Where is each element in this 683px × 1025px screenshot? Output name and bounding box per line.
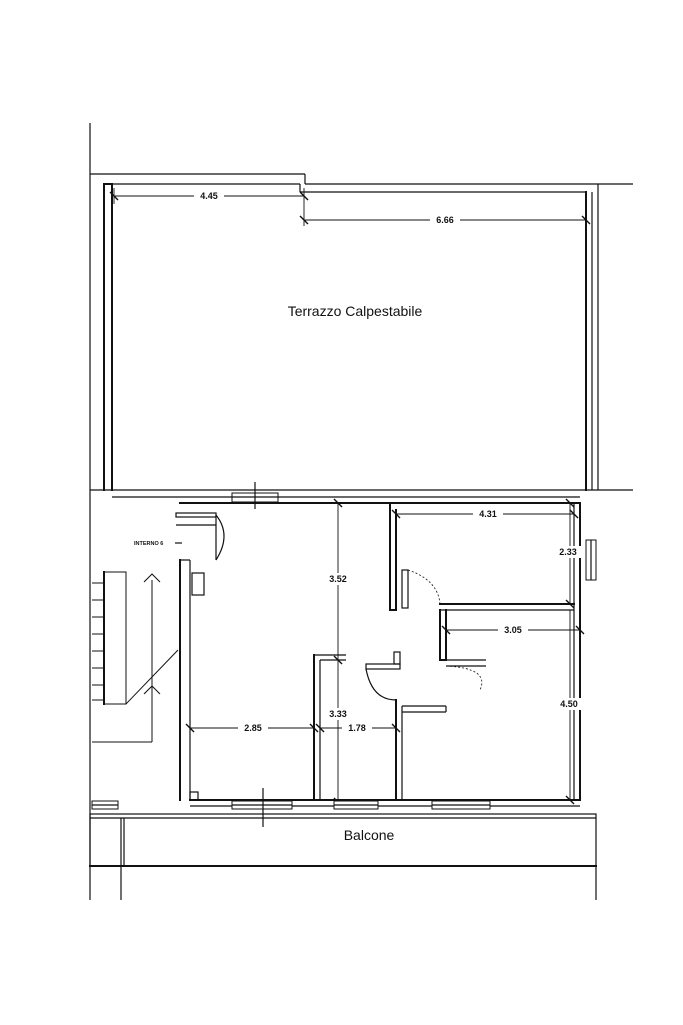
site-lines xyxy=(89,123,633,900)
dimension-room-a-depth: 2.33 xyxy=(556,498,582,609)
room-label-terrace: Terrazzo Calpestabile xyxy=(288,303,423,319)
dimension-room-a-width: 4.31 xyxy=(391,508,579,520)
dimension-top-right: 6.66 xyxy=(299,212,591,228)
dimension-top-left: 4.45 xyxy=(109,188,309,226)
dim-label-1-78: 1.78 xyxy=(348,723,366,733)
dimension-corridor-width: 1.78 xyxy=(315,722,401,734)
window-right xyxy=(585,539,597,581)
dim-label-3-33: 3.33 xyxy=(329,709,347,719)
dim-label-2-33: 2.33 xyxy=(559,547,577,557)
unit-label: INTERNO 6 xyxy=(134,541,163,547)
terrace-area xyxy=(103,183,593,491)
dimension-hall-height: 3.52 xyxy=(325,498,351,665)
dim-label-6-66: 6.66 xyxy=(436,215,454,225)
window-top xyxy=(231,482,279,509)
dimension-room-b-depth: 4.50 xyxy=(556,610,582,805)
bottom-windows xyxy=(91,788,491,827)
dim-label-3-05: 3.05 xyxy=(504,625,522,635)
dim-label-4-31: 4.31 xyxy=(479,509,497,519)
apartment-walls xyxy=(112,496,581,807)
dimension-living-width: 2.85 xyxy=(185,722,319,734)
interior-partitions xyxy=(313,502,575,801)
dim-label-4-45: 4.45 xyxy=(200,191,218,201)
balcony-area xyxy=(89,813,597,867)
dim-label-2-85: 2.85 xyxy=(244,723,262,733)
column-element xyxy=(191,572,205,596)
entrance-door: INTERNO 6 xyxy=(134,512,225,561)
dim-label-3-52: 3.52 xyxy=(329,574,347,584)
stairwell xyxy=(92,571,179,743)
dimension-room-b-width: 3.05 xyxy=(441,624,585,636)
dim-label-4-50: 4.50 xyxy=(560,699,578,709)
room-label-balcony: Balcone xyxy=(344,827,395,843)
